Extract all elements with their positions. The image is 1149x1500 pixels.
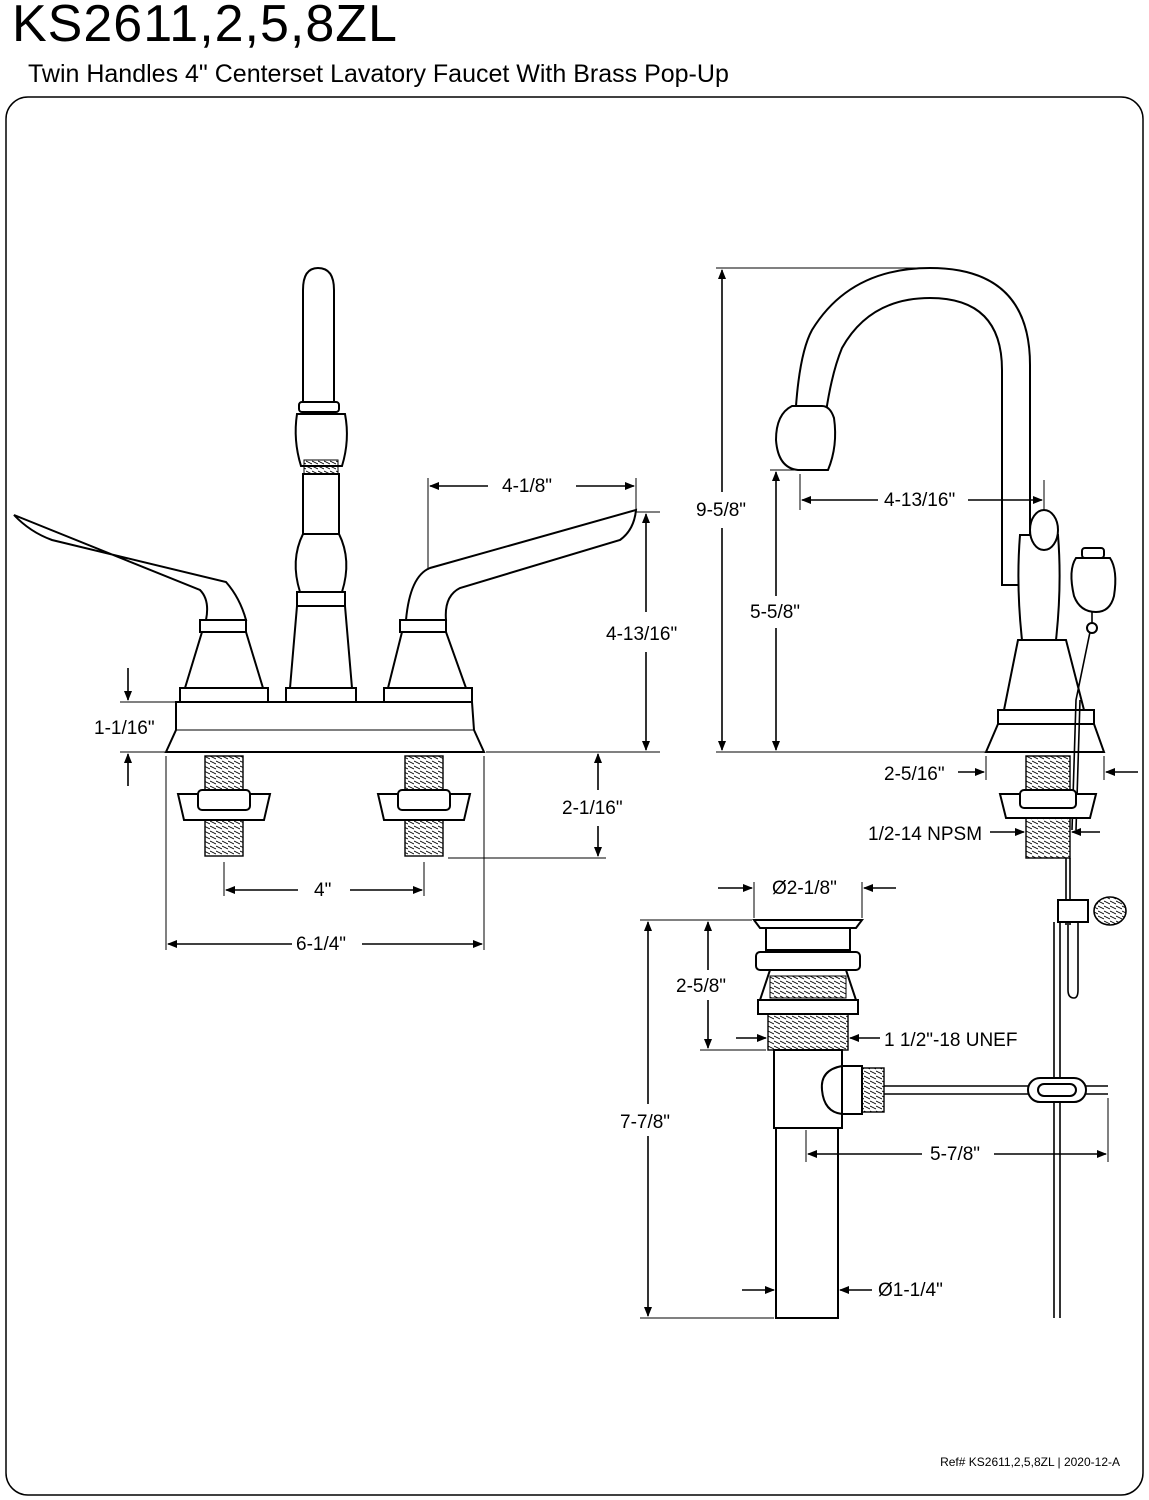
reference-note: Ref# KS2611,2,5,8ZL | 2020-12-A xyxy=(940,1455,1120,1469)
dim-base-depth: 2-5/16" xyxy=(884,764,945,785)
dim-drain-thread: 1 1/2"-18 UNEF xyxy=(884,1030,1017,1051)
dim-base-width: 6-1/4" xyxy=(296,934,346,955)
dim-drain-diameter: Ø2-1/8" xyxy=(772,878,837,899)
drawing-frame xyxy=(5,96,1144,1496)
dim-handle-spread: 4-1/8" xyxy=(502,476,552,497)
model-title: KS2611,2,5,8ZL xyxy=(12,0,398,53)
product-description: Twin Handles 4" Centerset Lavatory Fauce… xyxy=(28,60,729,88)
dim-handle-height: 4-13/16" xyxy=(606,624,677,645)
dim-lift-rod-reach: 5-7/8" xyxy=(930,1144,980,1165)
dim-tailpiece-diameter: Ø1-1/4" xyxy=(878,1280,943,1301)
dim-drain-total-height: 7-7/8" xyxy=(620,1112,670,1133)
dim-shank-length: 2-1/16" xyxy=(562,798,623,819)
dim-supply-thread: 1/2-14 NPSM xyxy=(868,824,982,845)
front-view xyxy=(13,266,638,857)
dim-spout-reach: 4-13/16" xyxy=(884,490,955,511)
dim-total-height: 9-5/8" xyxy=(696,500,746,521)
drain-dimensions xyxy=(640,882,1109,1319)
side-view xyxy=(774,266,1127,1318)
dim-drain-flange-height: 2-5/8" xyxy=(676,976,726,997)
dim-spout-height: 5-5/8" xyxy=(750,602,800,623)
dim-base-height: 1-1/16" xyxy=(94,718,155,739)
dim-center-spacing: 4" xyxy=(314,880,331,901)
side-dimensions xyxy=(716,267,1138,836)
front-dimensions xyxy=(120,478,660,950)
drain-assembly xyxy=(752,919,1108,1319)
